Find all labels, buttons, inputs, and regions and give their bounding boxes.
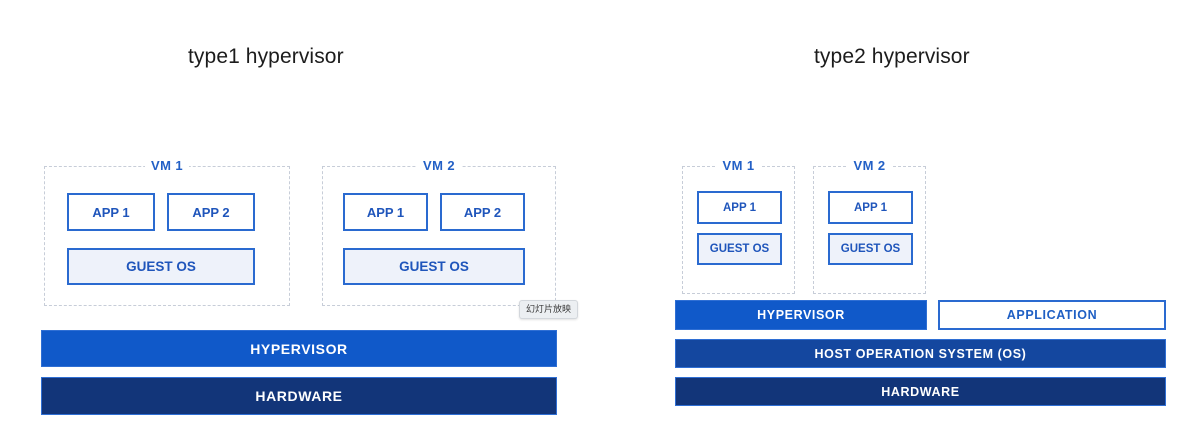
left-vm-1-app-1: APP 1 xyxy=(67,193,155,231)
left-hypervisor-bar: HYPERVISOR xyxy=(41,330,557,367)
left-hardware-bar: HARDWARE xyxy=(41,377,557,415)
right-hypervisor-bar: HYPERVISOR xyxy=(675,300,927,330)
left-vm-2-app-2: APP 2 xyxy=(440,193,525,231)
left-vm-2-container: VM 2 APP 1 APP 2 GUEST OS xyxy=(322,157,556,306)
right-vm-2-guest-os: GUEST OS xyxy=(828,233,913,265)
left-panel-title: type1 hypervisor xyxy=(188,45,344,68)
slideshow-tooltip: 幻灯片放映 xyxy=(519,300,579,319)
right-vm-1-guest-os: GUEST OS xyxy=(697,233,782,265)
right-vm-2-container: VM 2 APP 1 GUEST OS xyxy=(813,157,926,294)
right-hardware-bar: HARDWARE xyxy=(675,377,1166,406)
left-vm-2-guest-os: GUEST OS xyxy=(343,248,525,285)
right-vm-1-container: VM 1 APP 1 GUEST OS xyxy=(682,157,795,294)
right-vm-1-label: VM 1 xyxy=(716,157,761,175)
right-vm-2-app-1: APP 1 xyxy=(828,191,913,224)
right-panel-title: type2 hypervisor xyxy=(814,45,970,68)
left-vm-1-label: VM 1 xyxy=(145,157,189,175)
right-vm-1-app-1: APP 1 xyxy=(697,191,782,224)
right-vm-2-label: VM 2 xyxy=(847,157,892,175)
right-application-bar: APPLICATION xyxy=(938,300,1166,330)
left-vm-1-guest-os: GUEST OS xyxy=(67,248,255,285)
left-vm-1-container: VM 1 APP 1 APP 2 GUEST OS xyxy=(44,157,290,306)
right-host-os-bar: HOST OPERATION SYSTEM (OS) xyxy=(675,339,1166,368)
left-vm-2-app-1: APP 1 xyxy=(343,193,428,231)
left-vm-1-app-2: APP 2 xyxy=(167,193,255,231)
left-vm-2-label: VM 2 xyxy=(417,157,461,175)
